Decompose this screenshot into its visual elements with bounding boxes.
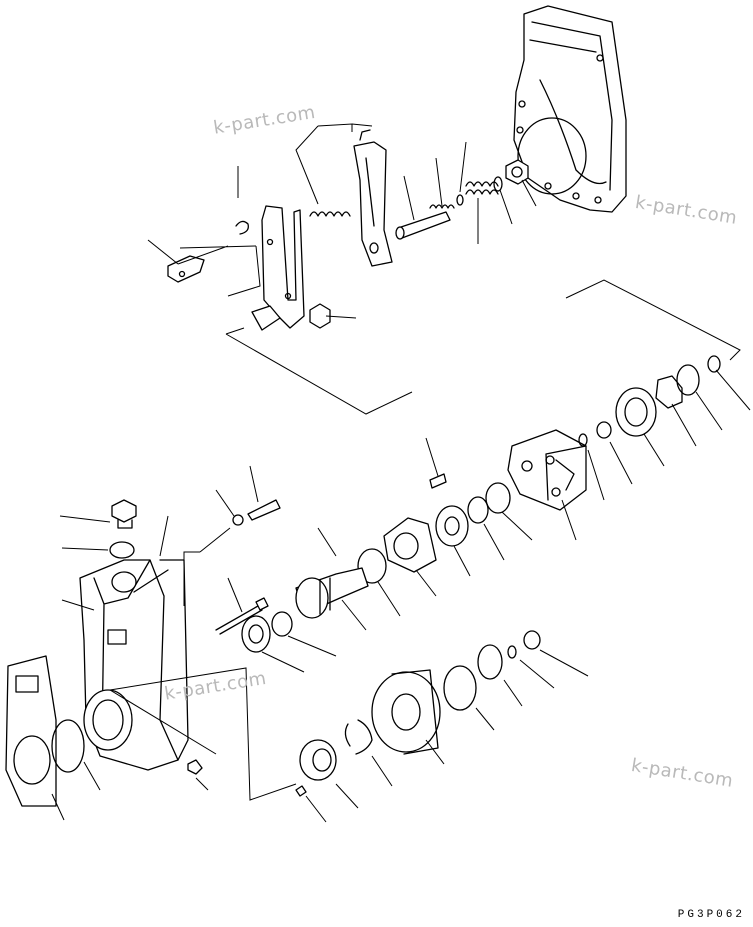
top-nut (505, 159, 529, 185)
bearing-stack (578, 355, 721, 447)
top-springs (429, 176, 503, 209)
drive-shaft (295, 567, 369, 619)
pump-housing (79, 559, 189, 771)
housing-cover (513, 5, 627, 213)
small-nut (309, 303, 331, 329)
lever-assembly (309, 129, 393, 267)
bushing-and-bolt (215, 473, 447, 653)
governor-housing (507, 429, 587, 511)
drawing-code: PG3P062 (677, 909, 745, 921)
drive-gear (371, 669, 441, 755)
leader-lines (51, 123, 751, 823)
shaft-pin (395, 211, 451, 240)
middle-rings (357, 482, 511, 584)
bracket-plate (167, 205, 305, 331)
lower-rings (187, 630, 541, 797)
gaskets-left (5, 655, 85, 807)
small-clip (235, 220, 249, 235)
plug-and-washer (109, 499, 137, 559)
